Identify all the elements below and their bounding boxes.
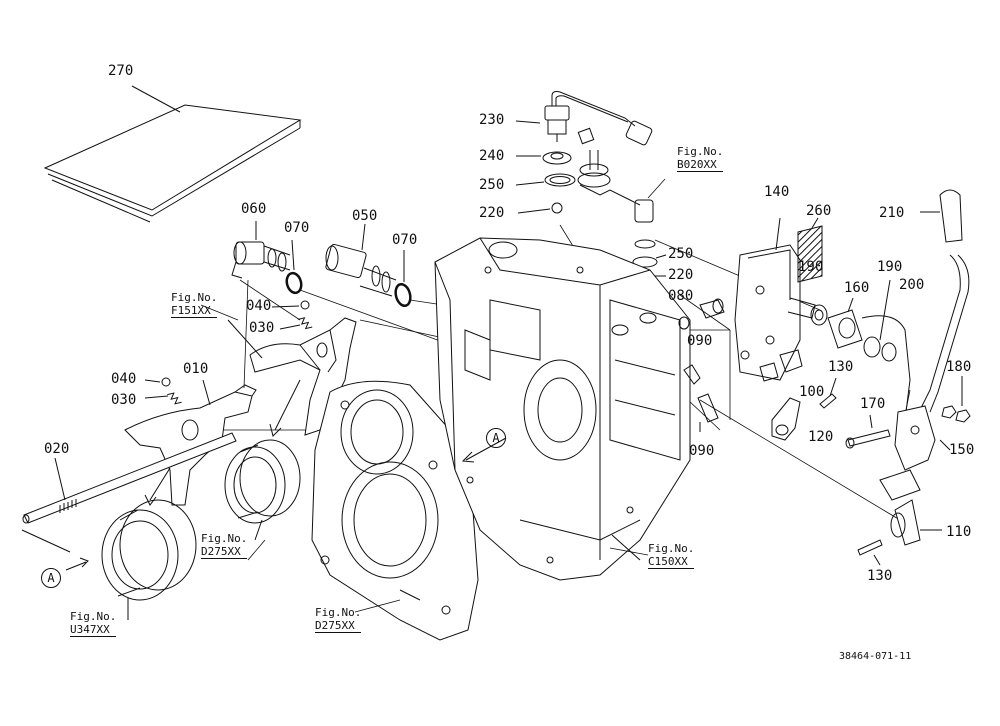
washer-190b-200 bbox=[861, 279, 911, 421]
lever-150 bbox=[879, 254, 970, 501]
part-label-130: 130 bbox=[828, 359, 854, 375]
ref-leaders bbox=[200, 178, 666, 613]
shift-fork-010 bbox=[124, 379, 257, 506]
part-label-250: 250 bbox=[479, 177, 505, 193]
plug-080 bbox=[678, 298, 725, 330]
fig-ref-code: U347XX bbox=[70, 623, 117, 637]
ball-040a bbox=[271, 300, 310, 310]
fig-ref-prefix: Fig.No. bbox=[648, 542, 695, 555]
fork-arrows bbox=[144, 379, 301, 506]
block-160 bbox=[827, 297, 863, 349]
part-label-190: 190 bbox=[877, 259, 903, 275]
fig-ref-c150: Fig.No. C150XX bbox=[648, 542, 695, 569]
part-label-230: 230 bbox=[479, 112, 505, 128]
arm-120 bbox=[771, 397, 801, 441]
shaft-050 bbox=[325, 223, 397, 297]
part-label-090: 090 bbox=[689, 443, 715, 459]
part-label-160: 160 bbox=[844, 280, 870, 296]
nuts-180 bbox=[941, 376, 971, 423]
fig-ref-prefix: Fig.No. bbox=[171, 291, 218, 304]
spring-030a bbox=[279, 317, 313, 330]
part-label-070: 070 bbox=[284, 220, 310, 236]
link-090a bbox=[683, 355, 701, 385]
part-label-270: 270 bbox=[108, 63, 134, 79]
hatch-plate-260 bbox=[797, 217, 823, 283]
fig-ref-u347: Fig.No. U347XX bbox=[70, 610, 117, 637]
part-label-010: 010 bbox=[183, 361, 209, 377]
part-label-100: 100 bbox=[799, 384, 825, 400]
part-label-220: 220 bbox=[668, 267, 694, 283]
part-label-020: 020 bbox=[44, 441, 70, 457]
switch-assembly bbox=[577, 127, 667, 284]
part-label-210: 210 bbox=[879, 205, 905, 221]
part-label-220: 220 bbox=[479, 205, 505, 221]
part-label-070: 070 bbox=[392, 232, 418, 248]
fig-ref-code: D275XX bbox=[315, 619, 362, 633]
part-label-060: 060 bbox=[241, 201, 267, 217]
drawing-reference-number: 38464-071-11 bbox=[839, 651, 912, 662]
part-label-130: 130 bbox=[867, 568, 893, 584]
view-marker-a: A bbox=[41, 568, 61, 588]
fig-ref-code: B020XX bbox=[677, 158, 724, 172]
oring-070b bbox=[394, 250, 412, 308]
sleeve-u347 bbox=[101, 499, 197, 620]
part-label-080: 080 bbox=[668, 288, 694, 304]
part-label-250: 250 bbox=[668, 246, 694, 262]
ball-040b bbox=[144, 377, 171, 387]
part-label-240: 240 bbox=[479, 148, 505, 164]
knob-210 bbox=[920, 189, 963, 243]
spring-030b bbox=[144, 392, 182, 405]
fig-ref-prefix: Fig.No. bbox=[677, 145, 724, 158]
sleeve-d275 bbox=[224, 439, 301, 541]
fig-ref-d275-sleeve: Fig.No. D275XX bbox=[201, 532, 248, 559]
ball-220a bbox=[517, 202, 563, 214]
part-label-200: 200 bbox=[899, 277, 925, 293]
fig-ref-code: F151XX bbox=[171, 304, 218, 318]
part-label-260: 260 bbox=[806, 203, 832, 219]
shaft-060 bbox=[231, 221, 291, 279]
bolts-100 bbox=[759, 349, 803, 382]
part-label-030: 030 bbox=[111, 392, 137, 408]
fig-ref-code: C150XX bbox=[648, 555, 695, 569]
part-label-170: 170 bbox=[860, 396, 886, 412]
part-label-030: 030 bbox=[249, 320, 275, 336]
fig-ref-prefix: Fig.No. bbox=[201, 532, 248, 545]
manual-sheet-270 bbox=[43, 85, 302, 223]
fig-ref-d275-cover: Fig.No. D275XX bbox=[315, 606, 362, 633]
main-housing bbox=[434, 237, 691, 581]
oring-070a bbox=[285, 239, 303, 295]
fig-ref-prefix: Fig.No. bbox=[70, 610, 117, 623]
ring-250a bbox=[515, 173, 576, 187]
bracket-110 bbox=[890, 499, 942, 546]
part-label-110: 110 bbox=[946, 524, 972, 540]
part-label-140: 140 bbox=[764, 184, 790, 200]
fig-ref-prefix: Fig.No. bbox=[315, 606, 362, 619]
front-cover bbox=[311, 380, 479, 641]
part-label-120: 120 bbox=[808, 429, 834, 445]
pin-130b bbox=[857, 539, 883, 566]
view-marker-a: A bbox=[486, 428, 506, 448]
shift-rod-020 bbox=[21, 432, 237, 553]
pin-130a bbox=[819, 377, 837, 409]
fig-ref-code: D275XX bbox=[201, 545, 248, 559]
fig-ref-b020: Fig.No. B020XX bbox=[677, 145, 724, 172]
sensor-230 bbox=[515, 91, 653, 146]
part-label-040: 040 bbox=[246, 298, 272, 314]
washer-240 bbox=[516, 151, 572, 165]
bolt-170 bbox=[845, 414, 891, 449]
part-label-090: 090 bbox=[687, 333, 713, 349]
washer-190a bbox=[810, 304, 828, 326]
bracket-140 bbox=[734, 217, 816, 381]
part-label-050: 050 bbox=[352, 208, 378, 224]
part-label-190: 190 bbox=[798, 259, 824, 275]
fig-ref-f151: Fig.No. F151XX bbox=[171, 291, 218, 318]
part-label-150: 150 bbox=[949, 442, 975, 458]
part-label-180: 180 bbox=[946, 359, 972, 375]
link-090b bbox=[697, 393, 719, 432]
part-label-040: 040 bbox=[111, 371, 137, 387]
